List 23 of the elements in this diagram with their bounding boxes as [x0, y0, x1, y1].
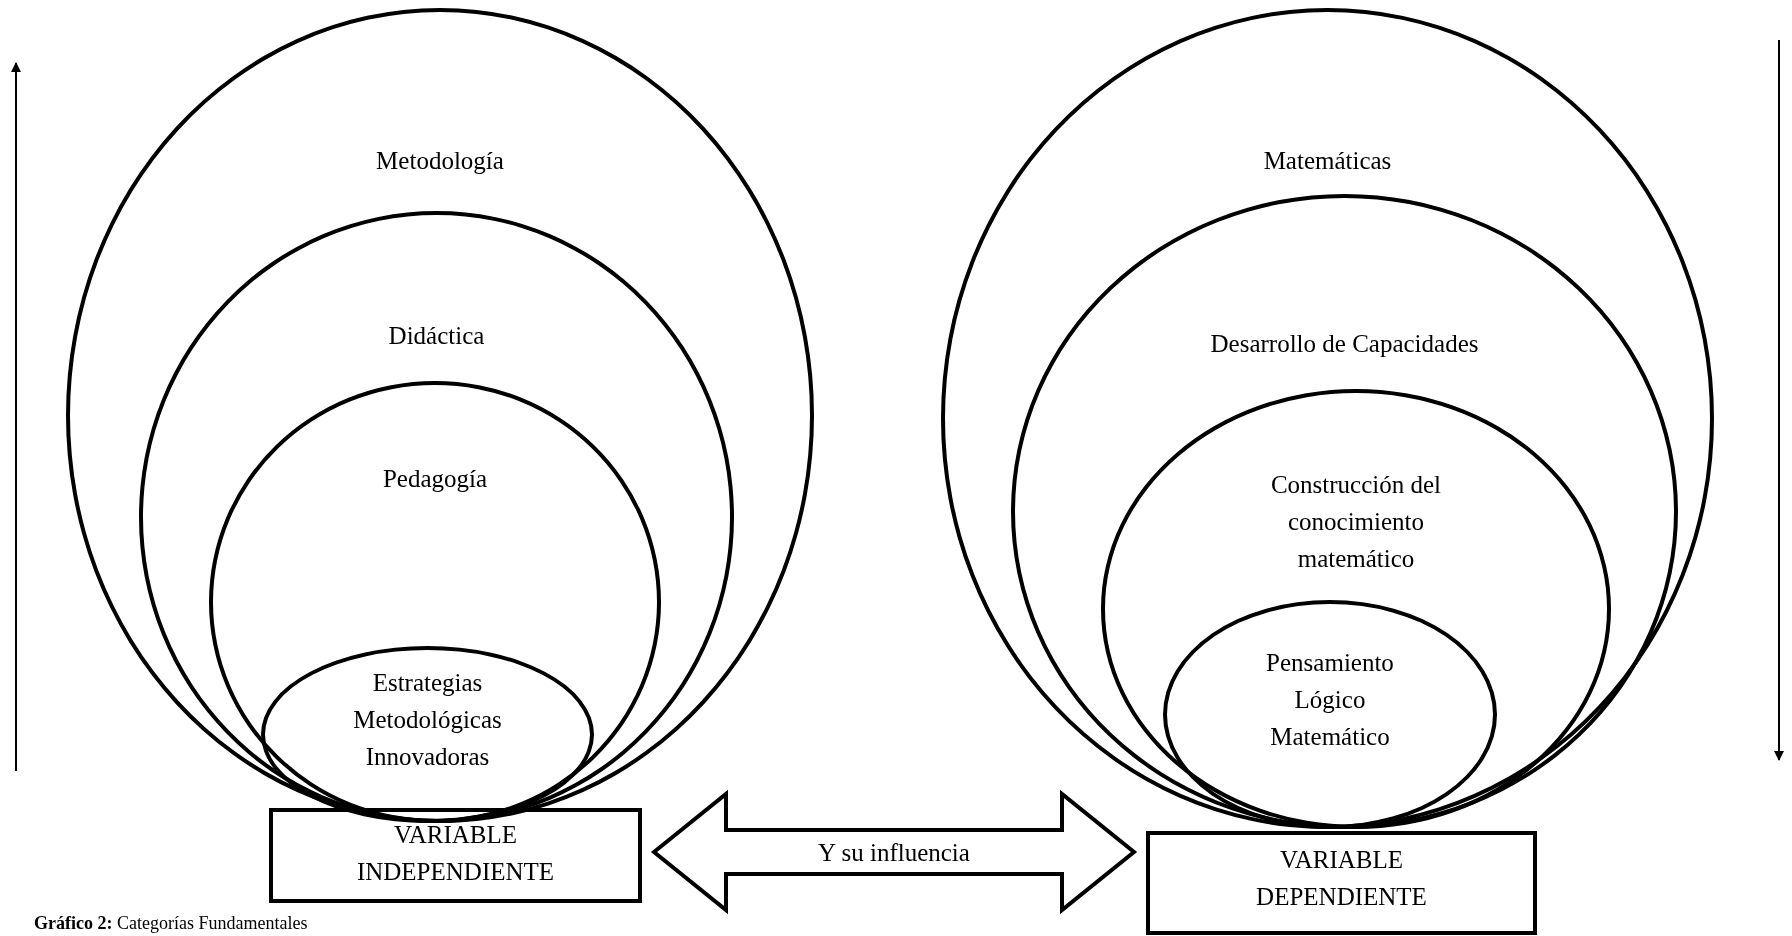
- category-ellipse: [139, 211, 734, 823]
- variable-label: VARIABLE INDEPENDIENTE: [355, 820, 556, 887]
- category-label: Estrategias Metodológicas Innovadoras: [352, 668, 503, 772]
- category-label: Metodología: [375, 146, 505, 176]
- category-label: Pensamiento Lógico Matemático: [1265, 648, 1395, 752]
- edge-label: Y su influencia: [818, 838, 970, 868]
- category-ellipse: [66, 8, 814, 823]
- category-label: Didáctica: [387, 321, 486, 351]
- category-label: Matemáticas: [1262, 146, 1393, 176]
- category-label: Pedagogía: [381, 464, 489, 494]
- variable-box: [269, 808, 642, 903]
- category-label: Construcción del conocimiento matemático: [1269, 470, 1443, 574]
- category-label: Desarrollo de Capacidades: [1209, 329, 1480, 359]
- category-ellipse: [1163, 600, 1497, 829]
- variable-box: [1146, 831, 1537, 935]
- category-ellipse: [1101, 389, 1611, 829]
- category-ellipse: [941, 8, 1714, 829]
- category-ellipse: [261, 646, 594, 823]
- category-ellipse: [209, 381, 661, 823]
- figure-caption: Gráfico 2: Categorías Fundamentales: [34, 912, 308, 934]
- category-ellipse: [1011, 194, 1678, 829]
- double-arrow: [650, 789, 1138, 915]
- variable-label: VARIABLE DEPENDIENTE: [1255, 845, 1428, 912]
